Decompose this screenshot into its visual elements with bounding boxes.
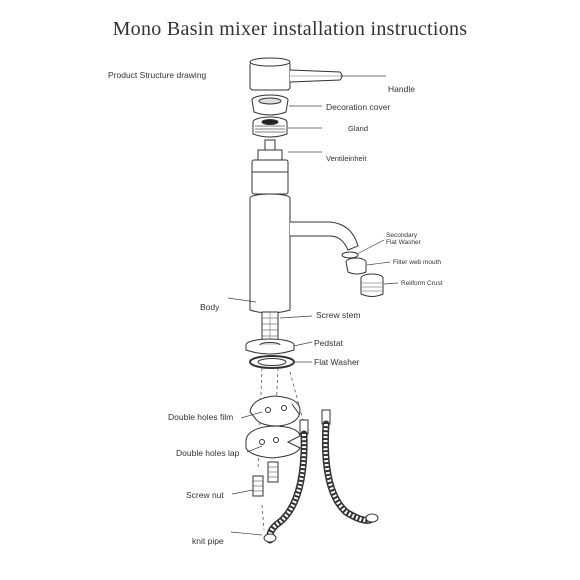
secondary-flat-washer-part <box>341 251 359 259</box>
label-pedstat: Pedstat <box>314 338 343 348</box>
label-gland: Gland <box>348 124 369 133</box>
label-screw-stem: Screw stem <box>316 310 361 320</box>
decoration-cover-part <box>251 94 289 116</box>
label-secondary-flat-washer: Secondary Flat Washer <box>386 232 421 246</box>
label-decoration-cover: Decoration cover <box>326 102 391 112</box>
double-holes-lap-part <box>245 425 301 459</box>
label-handle: Handle <box>388 84 415 94</box>
double-holes-film-part <box>249 395 301 427</box>
screw-nut-part <box>252 461 279 497</box>
handle-part <box>249 57 343 91</box>
label-secondary-flat-washer-line1: Secondary <box>386 232 418 239</box>
leader-lines <box>227 75 399 536</box>
label-knit-pipe: knit pipe <box>192 536 224 546</box>
label-ventileinheit: Ventileinheit <box>326 154 367 163</box>
filter-web-mouth-part <box>345 257 367 275</box>
gland-part <box>252 116 288 138</box>
label-body: Body <box>200 302 220 312</box>
pedstat-part <box>245 338 295 355</box>
label-reliform-crust: Reliform Crust <box>401 280 443 287</box>
diagram-subtitle: Product Structure drawing <box>108 70 207 80</box>
label-filter-web-mouth: Filter web mouth <box>393 259 442 266</box>
cartridge-part <box>251 139 289 195</box>
label-secondary-flat-washer-line2: Flat Washer <box>386 239 421 246</box>
flat-washer-part <box>249 355 295 369</box>
label-screw-nut: Screw nut <box>186 490 224 500</box>
reliform-crust-part <box>360 273 384 297</box>
label-double-holes-lap: Double holes lap <box>176 448 240 458</box>
page-title: Mono Basin mixer installation instructio… <box>112 18 468 40</box>
body-part <box>249 193 359 314</box>
label-double-holes-film: Double holes film <box>168 412 234 422</box>
label-flat-washer: Flat Washer <box>314 357 360 367</box>
knit-pipe-part <box>263 409 379 544</box>
